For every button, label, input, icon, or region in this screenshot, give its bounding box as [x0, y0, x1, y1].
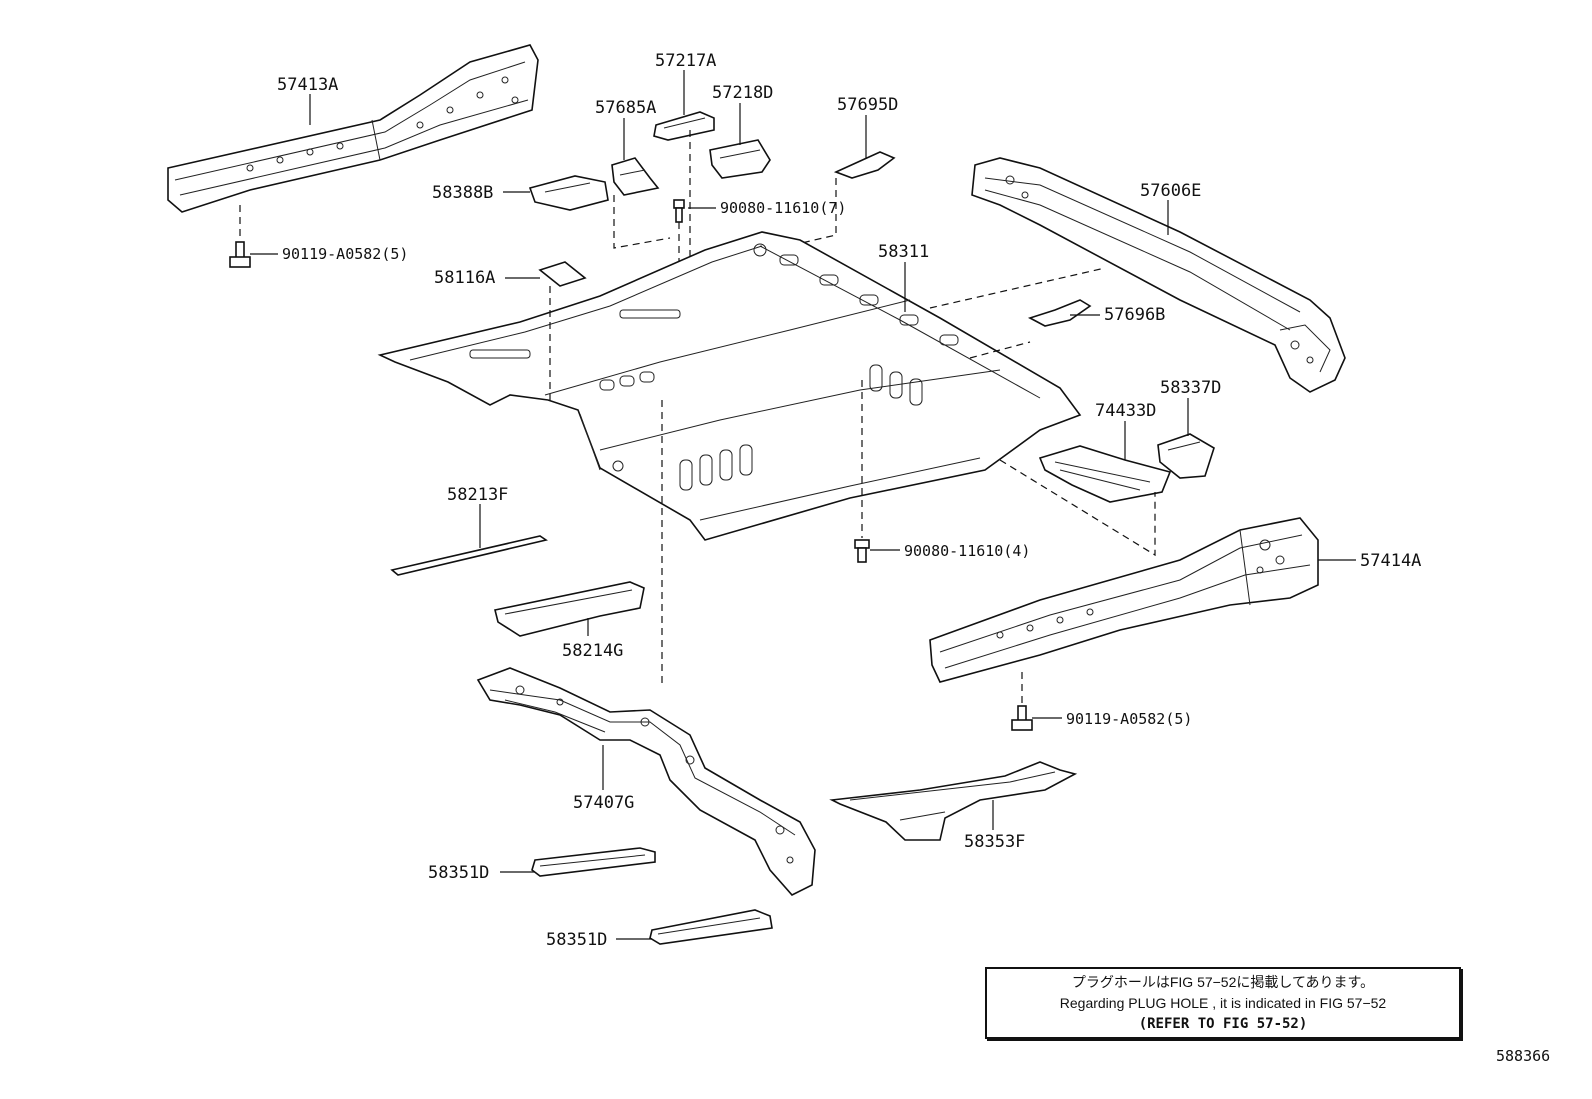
part-57413A-rocker — [167, 44, 539, 213]
label-57218D: 57218D — [712, 83, 773, 103]
label-57407G: 57407G — [573, 793, 634, 813]
label-58351D-lower: 58351D — [546, 930, 607, 950]
bolt-90119-A0582-upper — [229, 241, 251, 268]
label-57696B: 57696B — [1104, 305, 1165, 325]
part-58214G-member — [494, 581, 645, 637]
note-line-reference: (REFER TO FIG 57-52) — [1138, 1016, 1308, 1032]
label-57695D: 57695D — [837, 95, 898, 115]
label-58388B: 58388B — [432, 183, 493, 203]
part-57685A-bracket — [611, 157, 660, 196]
label-57606E: 57606E — [1140, 181, 1201, 201]
bolt-90080-11610-lower — [854, 539, 870, 563]
label-58353F: 58353F — [964, 832, 1025, 852]
label-57685A: 57685A — [595, 98, 656, 118]
bolt-90080-11610-upper — [673, 199, 685, 223]
part-57407G-crossmember — [476, 667, 816, 896]
part-57606E-rear-rail — [971, 157, 1346, 393]
note-line-japanese: プラグホールはFIG 57−52に掲載してあります。 — [1071, 974, 1375, 990]
label-57217A: 57217A — [655, 51, 716, 71]
label-74433D: 74433D — [1095, 401, 1156, 421]
part-58351D-strip-lower — [649, 909, 773, 945]
label-90119-A0582-lower: 90119-A0582(5) — [1066, 710, 1192, 728]
label-58351D-upper: 58351D — [428, 863, 489, 883]
part-57696B-bracket — [1027, 299, 1092, 327]
plug-hole-note: プラグホールはFIG 57−52に掲載してあります。 Regarding PLU… — [985, 967, 1461, 1039]
label-58213F: 58213F — [447, 485, 508, 505]
part-57695D-bracket — [833, 151, 896, 179]
part-57218D-bracket — [709, 139, 771, 179]
label-58214G: 58214G — [562, 641, 623, 661]
label-57413A: 57413A — [277, 75, 338, 95]
bolt-90119-A0582-lower — [1011, 705, 1033, 731]
part-57217A-bracket — [653, 111, 715, 141]
part-57414A-rocker — [929, 517, 1319, 683]
label-58116A: 58116A — [434, 268, 495, 288]
label-90080-11610-upper: 90080-11610(7) — [720, 199, 846, 217]
note-line-english: Regarding PLUG HOLE , it is indicated in… — [1059, 995, 1387, 1011]
label-58311: 58311 — [878, 242, 929, 262]
part-58213F-strip — [390, 535, 548, 576]
label-57414A: 57414A — [1360, 551, 1421, 571]
part-58351D-strip-upper — [531, 847, 656, 877]
part-58116A-bracket — [538, 261, 587, 287]
part-58388B-bracket — [528, 175, 609, 211]
label-58337D: 58337D — [1160, 378, 1221, 398]
label-90080-11610-lower: 90080-11610(4) — [904, 542, 1030, 560]
part-58337D-bracket — [1157, 433, 1215, 479]
part-58353F-member — [829, 761, 1078, 841]
figure-number: 588366 — [1496, 1047, 1551, 1065]
part-74433D-cover — [1038, 445, 1172, 503]
label-90119-A0582-upper: 90119-A0582(5) — [282, 245, 408, 263]
